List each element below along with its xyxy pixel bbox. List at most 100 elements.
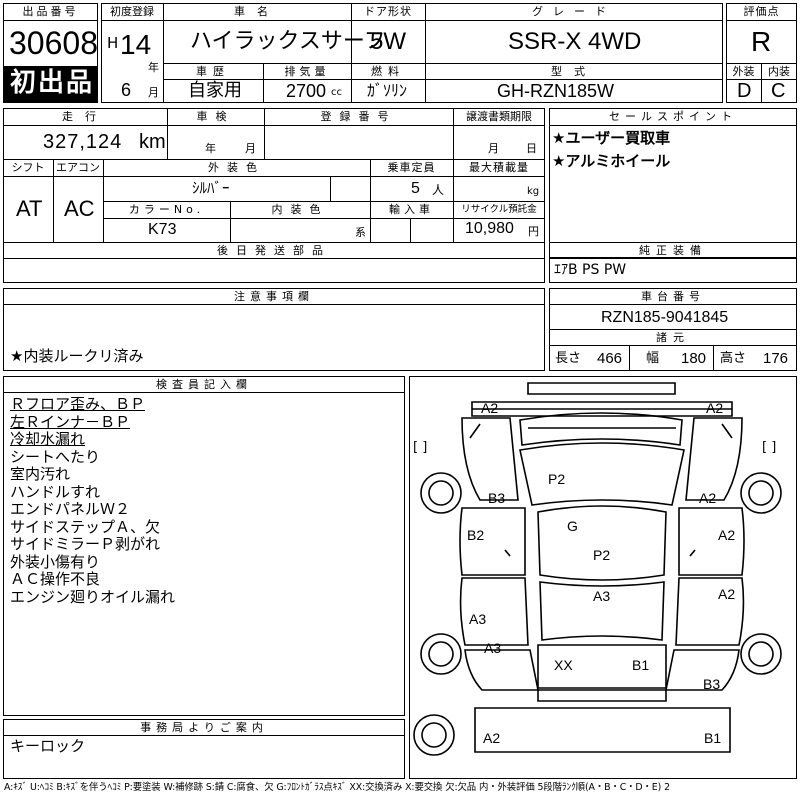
inspector-line: 室内汚れ [10,465,71,483]
displacement-label: 排気量 [284,65,330,78]
transfer-month-unit: 月 [488,142,499,155]
selling-point-2: ★アルミホイール [552,152,671,170]
inspector-line: エンドパネルＷ２ [10,500,131,518]
first-reg-year: 14 [120,29,152,60]
inspector-line: Ｒフロア歪み、ＢＰ [10,395,146,413]
main-header-box [101,3,723,103]
transfer-day-unit: 日 [526,142,537,155]
damage-mark: B1 [704,730,722,746]
inspector-line: 外装小傷有り [10,552,101,571]
reg-number-label: 登録番号 [320,110,397,123]
inspector-line: ハンドルすれ [10,482,101,501]
damage-mark: A2 [718,586,736,602]
interior-value: C [771,80,786,102]
wheel-rear-right-icon [740,633,782,675]
length-value: 466 [597,350,623,367]
left-rear-door [459,577,529,646]
office-label: 事務局よりご案内 [140,721,268,734]
damage-mark: B1 [632,657,650,673]
left-rear-quarter [464,649,539,691]
history-label: 車歴 [196,65,230,78]
legend-text: A:ｷｽﾞ U:ﾍｺﾐ B:ｷｽﾞを伴うﾍｺﾐ P:要塗装 W:補修跡 S:錆 … [4,782,670,793]
interior-color-unit: 系 [355,226,366,239]
model-code-value: GH-RZN185W [497,81,615,101]
equipment-label: 純正装備 [639,244,707,257]
transfer-deadline-label: 譲渡書類期限 [466,110,532,123]
ac-label: エアコン [56,161,100,174]
first-listing-text: 初出品 [10,68,95,98]
rear-panel [474,707,731,753]
color-no-value: K73 [148,221,177,238]
year-unit: 年 [148,61,159,74]
height-label: 高さ [720,351,747,366]
chassis-value: RZN185-9041845 [601,309,729,326]
door-label: ドア形状 [364,5,412,18]
import-label: 輸入車 [389,203,434,216]
tailgate [537,644,667,689]
ac-value: AC [64,196,95,221]
damage-mark: A2 [706,400,724,416]
roof [537,505,667,581]
score-label: 評価点 [743,5,780,18]
inspector-box [3,376,405,716]
damage-mark: B3 [703,676,721,692]
damage-mark: A2 [718,527,736,543]
car-diagram-svg [413,382,782,756]
displacement-unit: cc [331,87,342,98]
notes-box [3,288,545,371]
right-rear-quarter [665,649,740,691]
exterior-value: D [737,80,752,102]
height-value: 176 [763,350,789,367]
damage-mark: A2 [483,730,501,746]
grade-value: SSR-X 4WD [508,28,642,55]
wheel-rear-left-icon [420,633,462,675]
damage-mark: A3 [593,588,611,604]
selling-points-label: セールスポイント [609,110,737,123]
damage-mark: G [567,518,578,534]
rear-bumper [537,689,667,702]
damage-mark: A3 [484,640,502,656]
mileage-unit: km [139,131,166,153]
inspection-month-unit: 月 [245,142,256,155]
inspector-line: 左Ｒインナ－ＢＰ [10,412,131,431]
mileage-value: 327,124 [43,131,123,153]
grade-label: グレード [532,5,616,18]
interior-color-label: 内装色 [271,203,329,216]
wheel-front-right-icon [740,472,782,514]
inspector-line: サイドステップＡ、欠 [10,517,161,536]
width-value: 180 [681,350,707,367]
max-load-label: 最大積載量 [469,161,529,174]
inspector-label: 検査員記入欄 [156,378,252,391]
right-rear-door [675,577,745,646]
bracket-left: [ ] [413,440,428,455]
displacement-value: 2700 [286,81,327,101]
history-value: 自家用 [188,80,242,101]
color-no-label: カラーNo. [128,203,205,216]
door-value: 5W [370,28,406,55]
capacity-unit: 人 [432,183,445,197]
score-value: R [751,26,772,57]
mileage-label: 走行 [62,110,108,123]
color-value: ｼﾙﾊﾞｰ [192,179,230,197]
rear-window [539,581,665,641]
damage-mark: XX [554,657,573,673]
notes-value: ★内装ルークリ済み [10,347,144,365]
inspector-line: エンジン廻りオイル漏れ [10,587,176,606]
width-label: 幅 [646,351,660,366]
era: H [107,34,119,52]
office-box [3,719,405,779]
chassis-label: 車台番号 [641,290,705,303]
shift-label: シフト [11,161,45,174]
capacity-label: 乗車定員 [387,161,436,174]
spare-wheel-icon [413,714,455,756]
dims-label: 諸元 [656,331,690,344]
lot-number: 30608 [9,25,98,61]
inspection-year-unit: 年 [205,142,216,155]
first-reg-month: 6 [121,80,132,100]
bracket-right: [ ] [762,440,777,455]
wheel-front-left-icon [420,472,462,514]
windshield [519,442,685,506]
lot-number-label: 出品番号 [22,5,79,18]
inspector-line: シートへたり [10,447,101,466]
model-code-label: 型式 [551,65,597,78]
